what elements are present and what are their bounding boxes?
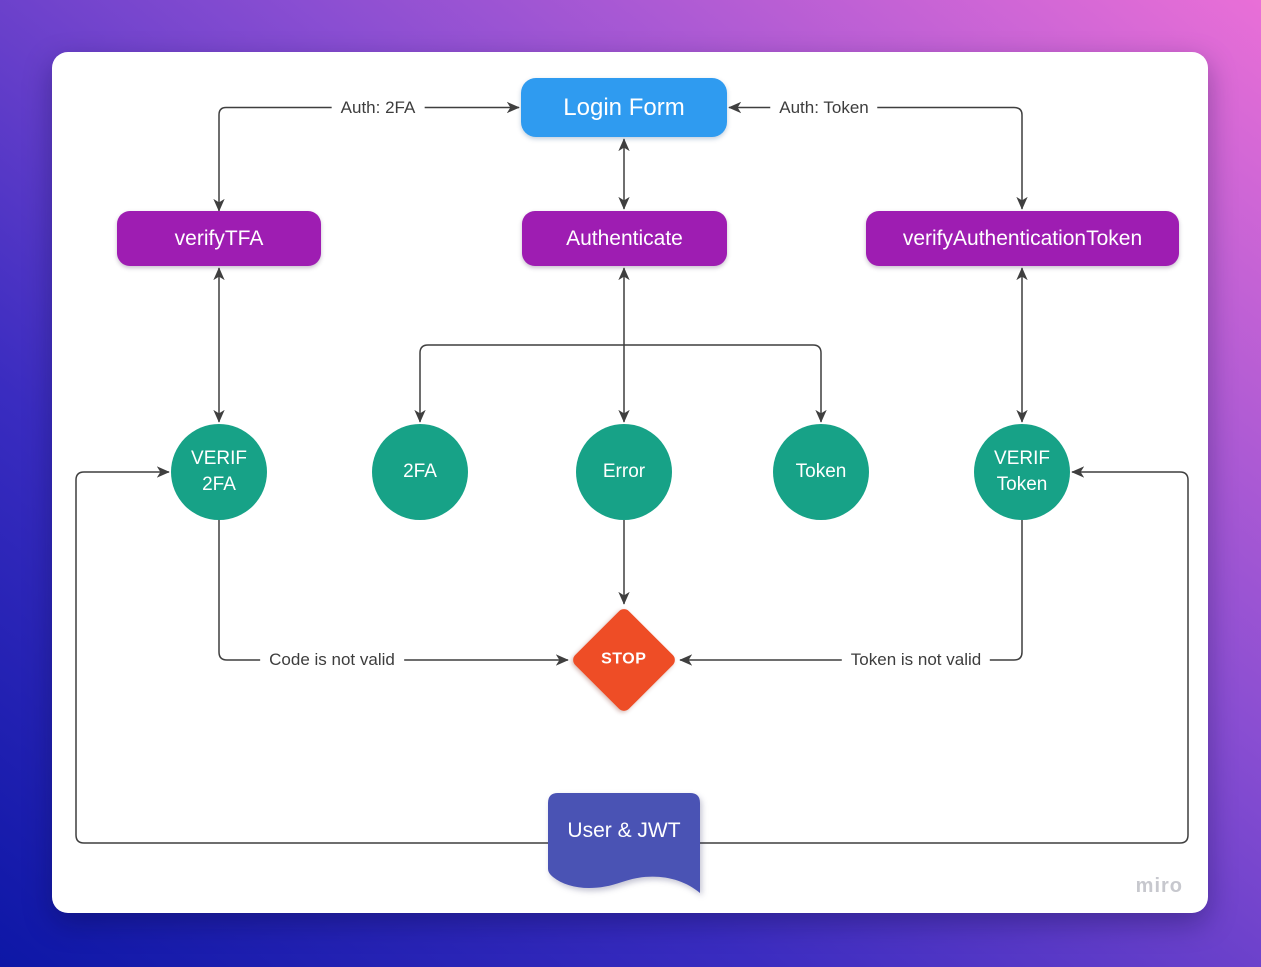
edge-veriftoken-stop[interactable] <box>679 520 1023 666</box>
miro-watermark: miro <box>1135 875 1183 897</box>
edge-label-auth-token[interactable]: Auth: Token <box>770 97 878 119</box>
flag-shape <box>548 793 700 893</box>
circle-token-label: Token <box>795 461 847 483</box>
circle-verif-2fa-line2: 2FA <box>202 474 236 495</box>
node-verify-authentication-token[interactable]: verifyAuthenticationToken <box>866 211 1179 266</box>
edge-userjwt-veriftoken-loop[interactable] <box>676 466 1189 844</box>
edge-branch-token[interactable] <box>624 344 827 423</box>
edge-label-token-not-valid[interactable]: Token is not valid <box>841 649 991 671</box>
node-user-jwt-label: User & JWT <box>567 819 681 842</box>
node-circle-token[interactable]: Token <box>773 424 869 520</box>
edge-userjwt-verif2fa-loop[interactable] <box>75 466 572 844</box>
circle-verif-token-line2: Token <box>996 474 1048 495</box>
node-login-form-label: Login Form <box>563 93 685 121</box>
node-verify-tfa-label: verifyTFA <box>174 226 264 250</box>
flag-path <box>548 793 700 893</box>
node-verify-tfa[interactable]: verifyTFA <box>117 211 321 266</box>
edge-loginform-verifyauthtoken[interactable] <box>728 101 1028 210</box>
circle-verif-2fa-line1: VERIF <box>191 448 247 470</box>
node-user-jwt-flag[interactable]: User & JWT <box>548 793 700 893</box>
circle-verif-token-line1: VERIF <box>994 448 1050 470</box>
stop-label: STOP <box>601 651 647 668</box>
circle-error-label: Error <box>602 461 646 483</box>
node-authenticate-label: Authenticate <box>566 226 683 250</box>
board-card: Login Form verifyTFA Authenticate verify… <box>52 52 1208 913</box>
edge-verif2fa-stop[interactable] <box>218 520 569 666</box>
node-circle-verif-token[interactable]: VERIF Token <box>974 424 1070 520</box>
connector-layer <box>75 101 1189 844</box>
node-circle-error[interactable]: Error <box>576 424 672 520</box>
edge-label-auth-2fa[interactable]: Auth: 2FA <box>331 97 425 119</box>
edge-label-code-not-valid[interactable]: Code is not valid <box>260 649 404 671</box>
edge-verifytfa-loginform[interactable] <box>213 101 520 212</box>
circle-2fa-label: 2FA <box>403 461 437 483</box>
node-verify-authentication-token-label: verifyAuthenticationToken <box>902 226 1143 250</box>
node-login-form[interactable]: Login Form <box>521 78 727 137</box>
edge-branch-2fa[interactable] <box>414 344 624 423</box>
node-circle-verif-2fa[interactable]: VERIF 2FA <box>171 424 267 520</box>
node-circle-2fa[interactable]: 2FA <box>372 424 468 520</box>
node-authenticate[interactable]: Authenticate <box>522 211 727 266</box>
